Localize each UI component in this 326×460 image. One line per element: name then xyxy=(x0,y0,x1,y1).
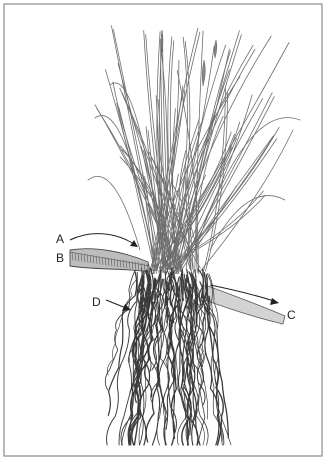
label-a: A xyxy=(56,232,64,246)
label-b: B xyxy=(56,251,64,265)
label-c: C xyxy=(287,308,296,322)
label-d: D xyxy=(92,295,101,309)
